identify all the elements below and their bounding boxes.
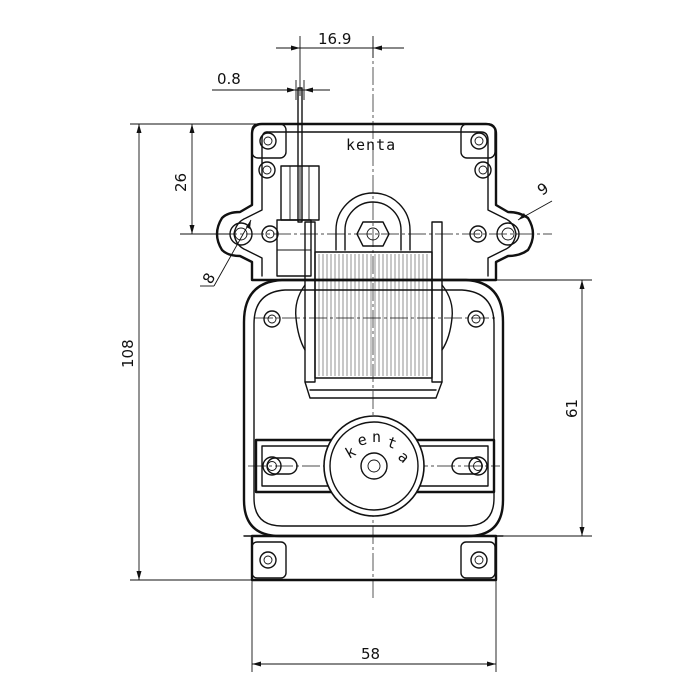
- dimension-shaft-offset: 16.9: [276, 30, 404, 96]
- hole-inner-right: [469, 225, 487, 243]
- top-corner-bosses: [251, 123, 496, 159]
- dimension-label-top-offset: 26: [172, 173, 190, 192]
- upper-mounting-holes: [229, 132, 520, 246]
- coil-assembly: [304, 221, 443, 399]
- dimension-label-width-total: 58: [361, 645, 380, 663]
- hole-mid-right: [474, 161, 492, 179]
- gear-brand-letter-2: e: [355, 430, 369, 450]
- coil-windings: [318, 254, 428, 376]
- hole-mid-left: [258, 161, 276, 179]
- dimension-label-shaft-offset: 16.9: [318, 30, 351, 48]
- dimension-label-height-lower: 61: [563, 399, 581, 418]
- hole-inner-left: [261, 225, 279, 243]
- dimension-label-height-total: 108: [119, 339, 137, 368]
- bearing-boss: [335, 192, 411, 251]
- dimension-label-hole-small: 8: [199, 270, 219, 287]
- dimension-shaft-tip: 0.8: [212, 70, 330, 100]
- dimension-label-hole-large: 9: [534, 179, 552, 199]
- brand-label: kenta: [346, 136, 396, 154]
- bottom-mounting-plate: [250, 534, 498, 582]
- dimension-label-shaft-tip: 0.8: [217, 70, 241, 88]
- dimension-height-total: 108: [119, 123, 262, 581]
- hole-top-left: [259, 132, 277, 150]
- hole-ear-right: [496, 222, 520, 246]
- connector-block: [276, 87, 320, 277]
- coil-level-holes: [263, 310, 485, 328]
- dimension-height-lower: 61: [486, 279, 592, 537]
- gear-brand-letter-3: n: [372, 428, 382, 446]
- hole-top-right: [470, 132, 488, 150]
- dimension-width-total: 58: [251, 580, 497, 672]
- output-gear-disc: k e n t a: [323, 415, 425, 517]
